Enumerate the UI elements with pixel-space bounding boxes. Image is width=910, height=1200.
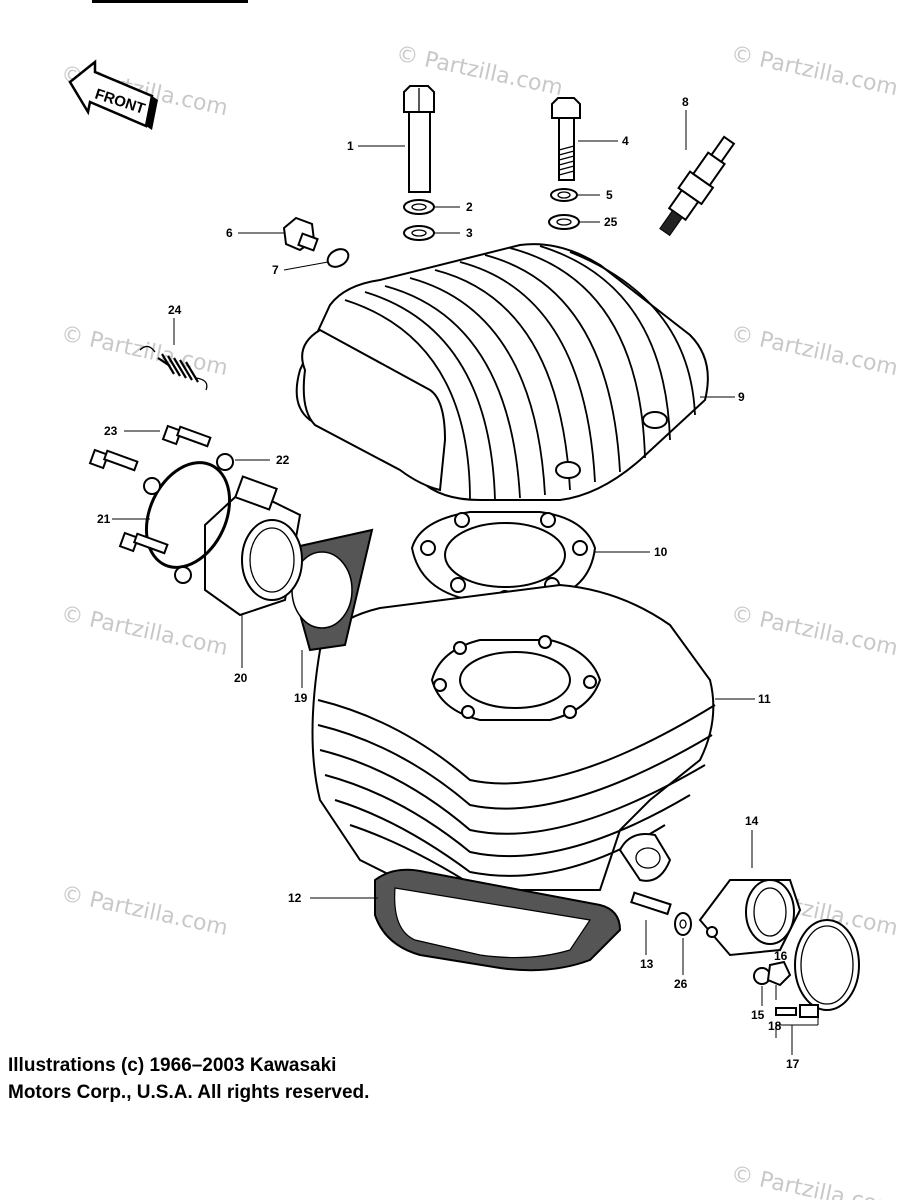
- watermark: © Partzilla.com: [729, 601, 900, 661]
- part-13-stud: [630, 891, 672, 916]
- part-24-spring: [139, 345, 208, 391]
- part-20-carburetor-holder: [204, 475, 303, 617]
- part-22-lock-washer: [174, 566, 192, 584]
- part-7-washer: [326, 248, 350, 268]
- watermark: © Partzilla.com: [59, 601, 230, 661]
- part-5-washer: [550, 188, 578, 202]
- callout-3: 3: [466, 226, 473, 240]
- part-23-bolt: [161, 424, 212, 448]
- leader-lines: [112, 110, 819, 1055]
- top-rule: [92, 0, 248, 3]
- callout-11: 11: [758, 692, 771, 706]
- part-8-spark-plug: [659, 135, 736, 237]
- callout-19: 19: [294, 691, 308, 705]
- callout-26: 26: [674, 977, 688, 991]
- callout-20: 20: [234, 671, 248, 685]
- callout-5: 5: [606, 188, 613, 202]
- callout-13: 13: [640, 957, 654, 971]
- callout-23: 23: [104, 424, 118, 438]
- callout-18: 18: [768, 1019, 782, 1033]
- copyright-line-1: Illustrations (c) 1966–2003 Kawasaki: [8, 1055, 337, 1076]
- part-1-bolt: [403, 85, 435, 193]
- callout-10: 10: [654, 545, 668, 559]
- part-14-intake-pipe: [698, 879, 802, 957]
- part-11-cylinder: [311, 583, 716, 891]
- part-12-base-gasket: [374, 868, 622, 972]
- part-21-o-ring: [144, 461, 232, 569]
- part-16-nut: [766, 960, 792, 987]
- copyright-notice: Illustrations (c) 1966–2003 Kawasaki Mot…: [8, 1052, 369, 1106]
- part-9-cylinder-head: [295, 243, 709, 501]
- part-22-lock-washer: [216, 453, 234, 471]
- callout-6: 6: [226, 226, 233, 240]
- part-23-bolt-2: [88, 448, 139, 472]
- part-6-plug-bolt: [282, 216, 319, 252]
- part-18-screw: [775, 1007, 797, 1016]
- part-23-bolt-3: [118, 531, 169, 555]
- part-4-bolt: [551, 97, 581, 181]
- part-19-insulator-gasket: [280, 528, 374, 652]
- callout-25: 25: [604, 215, 618, 229]
- callout-12: 12: [288, 891, 302, 905]
- copyright-line-2: Motors Corp., U.S.A. All rights reserved…: [8, 1082, 370, 1103]
- part-22-lock-washer: [143, 477, 161, 495]
- callout-2: 2: [466, 200, 473, 214]
- part-25-washer: [548, 214, 580, 230]
- part-2-washer: [403, 199, 435, 215]
- callout-1: 1: [347, 139, 354, 153]
- part-3-washer: [403, 225, 435, 241]
- watermark: © Partzilla.com: [59, 321, 230, 381]
- callout-9: 9: [738, 390, 745, 404]
- front-arrow-icon: FRONT: [68, 59, 158, 130]
- callout-15: 15: [751, 1008, 765, 1022]
- part-17-clamp: [794, 919, 860, 1018]
- callout-8: 8: [682, 95, 689, 109]
- callout-4: 4: [622, 134, 629, 148]
- callout-7: 7: [272, 263, 279, 277]
- watermark: © Partzilla.com: [729, 321, 900, 381]
- callout-24: 24: [168, 303, 182, 317]
- callout-16: 16: [774, 949, 788, 963]
- watermark: © Partzilla.com: [729, 1161, 900, 1200]
- callout-21: 21: [97, 512, 111, 526]
- callout-22: 22: [276, 453, 290, 467]
- callout-14: 14: [745, 814, 759, 828]
- watermark: © Partzilla.com: [729, 41, 900, 101]
- callout-17: 17: [786, 1057, 800, 1071]
- callout-labels: 1 2 3 4 5 6 7 8 9 10 11 12 13 14 15 16 1…: [97, 95, 800, 1071]
- watermark: © Partzilla.com: [59, 881, 230, 941]
- part-26-washer: [674, 912, 692, 936]
